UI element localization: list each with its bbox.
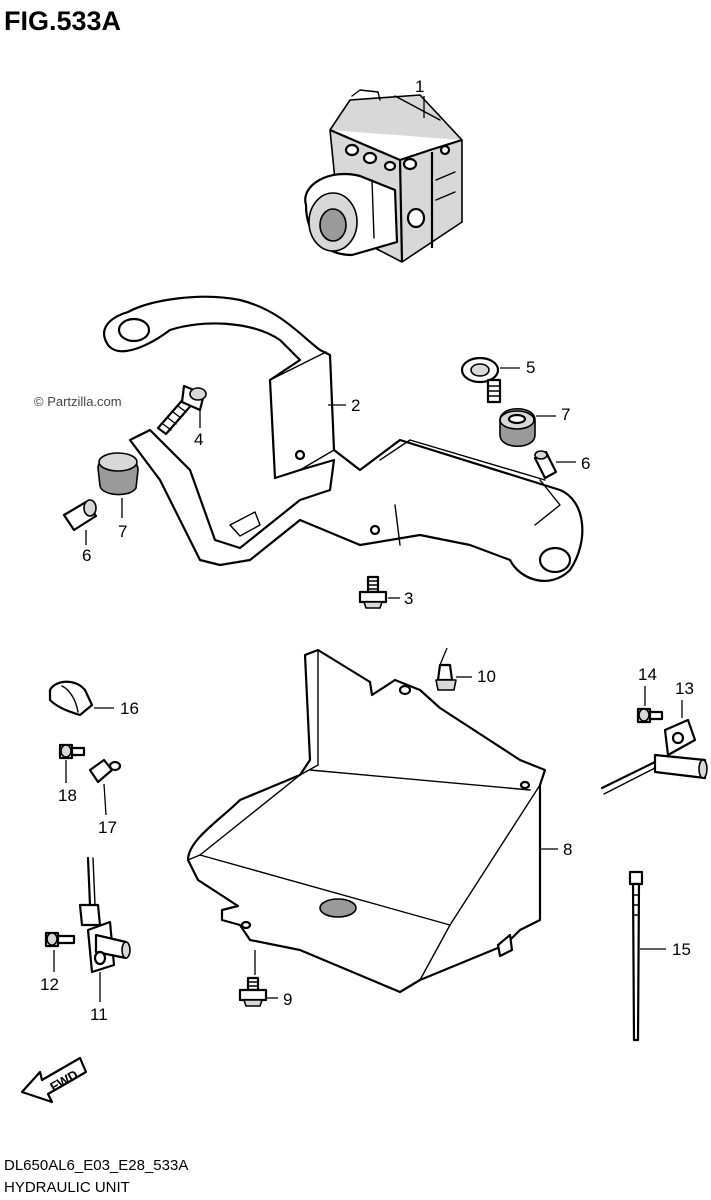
part-hydraulic-unit[interactable] xyxy=(304,89,463,263)
part-grommet-7-right[interactable] xyxy=(499,408,536,447)
part-collar-6-left[interactable] xyxy=(62,499,98,532)
part-bolt-5[interactable] xyxy=(460,356,502,404)
callout-10: 10 xyxy=(477,667,496,686)
part-bolt-14[interactable] xyxy=(636,707,664,724)
callout-6-left: 6 xyxy=(82,546,91,565)
part-collar-6-right[interactable] xyxy=(533,450,558,480)
part-bolt-12[interactable] xyxy=(44,931,76,948)
part-clip-10[interactable] xyxy=(435,663,457,691)
figure-title: FIG.533A xyxy=(4,6,121,36)
callout-1: 1 xyxy=(415,77,424,96)
callout-12: 12 xyxy=(40,975,59,994)
part-tray[interactable] xyxy=(186,648,547,994)
part-bolt-4[interactable] xyxy=(156,384,207,436)
part-sensor-13[interactable] xyxy=(600,718,708,795)
part-grommet-7-left[interactable] xyxy=(97,452,139,496)
callout-5: 5 xyxy=(526,358,535,377)
callout-7-right: 7 xyxy=(561,405,570,424)
callout-7-left: 7 xyxy=(118,522,127,541)
callout-2: 2 xyxy=(351,396,360,415)
part-sensor-11[interactable] xyxy=(78,856,131,974)
callout-14: 14 xyxy=(638,665,657,684)
part-clip-17[interactable] xyxy=(88,758,122,784)
watermark: © Partzilla.com xyxy=(34,394,122,409)
callout-18: 18 xyxy=(58,786,77,805)
part-bolt-18[interactable] xyxy=(58,743,86,760)
callout-6-right: 6 xyxy=(581,454,590,473)
callout-3: 3 xyxy=(404,589,413,608)
fwd-direction-arrow: FWD xyxy=(20,1056,88,1104)
part-cable-tie-15[interactable] xyxy=(628,870,644,1042)
callout-9: 9 xyxy=(283,990,292,1009)
callout-17: 17 xyxy=(98,818,117,837)
callout-15: 15 xyxy=(672,940,691,959)
part-clamp-16[interactable] xyxy=(48,680,94,717)
figure-caption: HYDRAULIC UNIT xyxy=(4,1179,130,1196)
callout-16: 16 xyxy=(120,699,139,718)
callout-8: 8 xyxy=(563,840,572,859)
part-bracket[interactable] xyxy=(103,295,584,582)
callout-4: 4 xyxy=(194,430,203,449)
callout-11: 11 xyxy=(90,1005,108,1024)
figure-code: DL650AL6_E03_E28_533A xyxy=(4,1157,188,1174)
part-bolt-9[interactable] xyxy=(238,976,268,1007)
part-bolt-3[interactable] xyxy=(358,575,388,609)
callout-13: 13 xyxy=(675,679,694,698)
